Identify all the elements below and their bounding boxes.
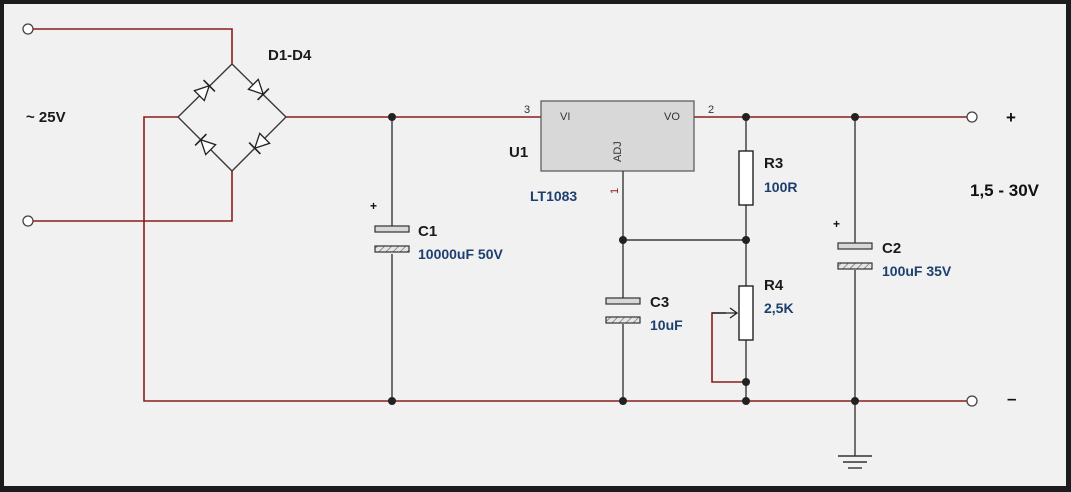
input-terminal-top[interactable]	[22, 23, 34, 35]
node	[742, 236, 750, 244]
node	[742, 113, 750, 121]
capacitor-c1: + C1 10000uF 50V	[370, 117, 503, 401]
diode-d1	[193, 79, 216, 102]
wire-input-top	[33, 28, 233, 64]
schematic-canvas: ~ 25V D1-D4 + C1	[4, 4, 1066, 486]
node	[388, 397, 396, 405]
c2-value: 100uF 35V	[882, 263, 952, 279]
pin-vi-label: VI	[560, 111, 570, 123]
bridge-rectifier: D1-D4	[177, 47, 312, 172]
potentiometer-r4: R4 2,5K	[711, 240, 794, 401]
junction-nodes	[388, 113, 859, 405]
r4-label: R4	[764, 277, 784, 294]
c2-label: C2	[882, 240, 901, 257]
ac-input: ~ 25V	[22, 23, 233, 227]
input-terminal-bottom[interactable]	[22, 215, 34, 227]
c3-value: 10uF	[650, 317, 683, 333]
bridge-label: D1-D4	[268, 47, 312, 64]
c2-polarity: +	[833, 217, 840, 231]
node	[742, 378, 750, 386]
u1-part: LT1083	[530, 188, 577, 204]
regulator-u1: VI VO ADJ 3 2 1 U1 LT1083	[509, 100, 746, 241]
input-voltage-label: ~ 25V	[26, 109, 66, 126]
capacitor-c2: + C2 100uF 35V	[833, 117, 952, 401]
node	[851, 113, 859, 121]
output-terminal-positive[interactable]	[966, 111, 978, 123]
wire-ground-rail	[143, 116, 967, 402]
pin-vo-label: VO	[664, 111, 680, 123]
node	[619, 236, 627, 244]
output-terminal-negative[interactable]	[966, 395, 978, 407]
node	[851, 397, 859, 405]
pin-in-number: 3	[524, 104, 530, 116]
capacitor-c3: C3 10uF	[605, 240, 683, 401]
diode-d3	[194, 133, 217, 156]
diode-d4	[248, 132, 271, 155]
r3-label: R3	[764, 155, 783, 172]
wire-adj	[622, 171, 746, 241]
wiper-arrow-icon	[712, 307, 739, 319]
c1-polarity: +	[370, 199, 377, 213]
c1-value: 10000uF 50V	[418, 246, 503, 262]
node	[388, 113, 396, 121]
r3-value: 100R	[764, 179, 797, 195]
pin-adj-number: 1	[609, 188, 621, 194]
r4-value: 2,5K	[764, 300, 794, 316]
ground-icon	[838, 401, 872, 469]
pin-adj-label: ADJ	[612, 141, 624, 162]
diode-d2	[247, 78, 270, 101]
wire-input-bottom	[33, 171, 233, 222]
output-minus-label: –	[1007, 389, 1016, 408]
c1-label: C1	[418, 223, 437, 240]
circuit-diagram: ~ 25V D1-D4 + C1	[22, 23, 1040, 469]
output-plus-label: +	[1006, 108, 1016, 127]
output-range-label: 1,5 - 30V	[970, 181, 1040, 200]
node	[619, 397, 627, 405]
resistor-r3: R3 100R	[738, 117, 797, 240]
dc-output: + – 1,5 - 30V	[966, 108, 1040, 408]
c3-label: C3	[650, 294, 669, 311]
u1-label: U1	[509, 144, 528, 161]
node	[742, 397, 750, 405]
pin-out-number: 2	[708, 104, 714, 116]
